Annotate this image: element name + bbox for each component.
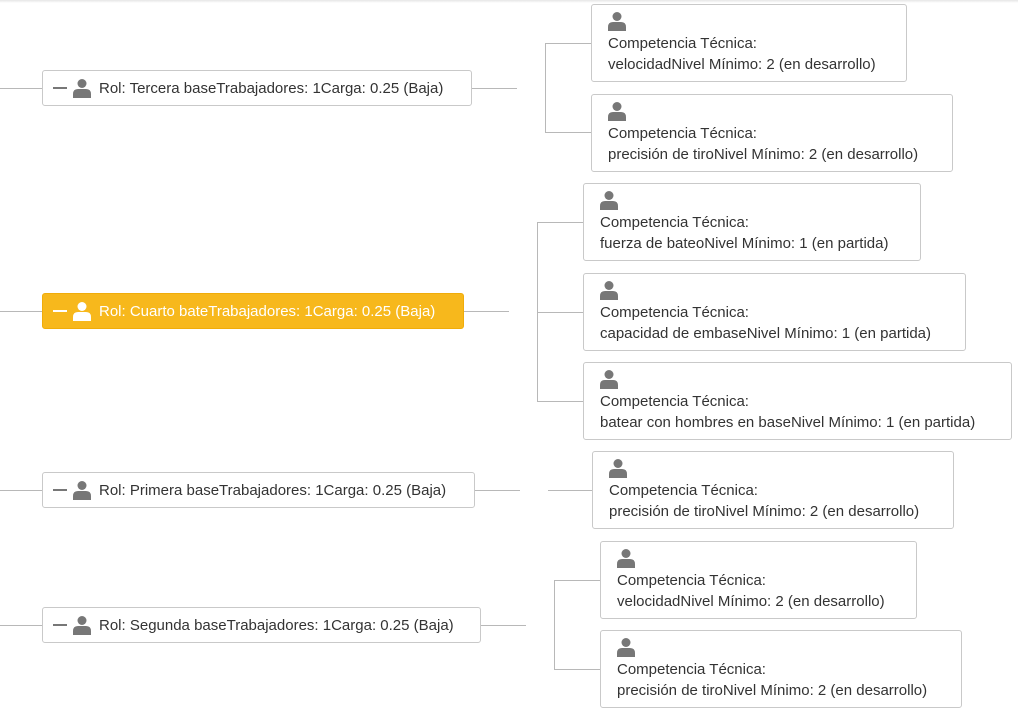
competency-node[interactable]: Competencia Técnica: fuerza de bateoNive… — [583, 183, 921, 261]
competency-node[interactable]: Competencia Técnica: precisión de tiroNi… — [592, 451, 954, 529]
competency-detail: batear con hombres en baseNivel Mínimo: … — [600, 414, 976, 431]
collapse-toggle-icon[interactable] — [53, 489, 67, 491]
collapse-toggle-icon[interactable] — [53, 87, 67, 89]
person-icon — [73, 481, 91, 500]
competency-title: Competencia Técnica: — [600, 304, 749, 321]
competency-title: Competencia Técnica: — [617, 661, 766, 678]
role-label: Rol: Cuarto bateTrabajadores: 1Carga: 0.… — [99, 302, 436, 320]
competency-detail: fuerza de bateoNivel Mínimo: 1 (en parti… — [600, 235, 889, 252]
person-icon — [608, 102, 626, 121]
person-icon — [73, 79, 91, 98]
collapse-toggle-icon[interactable] — [53, 624, 67, 626]
competency-node[interactable]: Competencia Técnica: capacidad de embase… — [583, 273, 966, 351]
competency-title: Competencia Técnica: — [608, 125, 757, 142]
role-node-cuarto-bate[interactable]: Rol: Cuarto bateTrabajadores: 1Carga: 0.… — [42, 293, 464, 329]
person-icon — [600, 370, 618, 389]
role-label: Rol: Segunda baseTrabajadores: 1Carga: 0… — [99, 616, 454, 634]
role-node-primera-base[interactable]: Rol: Primera baseTrabajadores: 1Carga: 0… — [42, 472, 475, 508]
person-icon — [73, 302, 91, 321]
competency-title: Competencia Técnica: — [617, 572, 766, 589]
role-node-segunda-base[interactable]: Rol: Segunda baseTrabajadores: 1Carga: 0… — [42, 607, 481, 643]
competency-node[interactable]: Competencia Técnica: batear con hombres … — [583, 362, 1012, 440]
competency-title: Competencia Técnica: — [608, 35, 757, 52]
collapse-toggle-icon[interactable] — [53, 310, 67, 312]
person-icon — [617, 549, 635, 568]
competency-node[interactable]: Competencia Técnica: precisión de tiroNi… — [600, 630, 962, 708]
competency-node[interactable]: Competencia Técnica: velocidadNivel Míni… — [591, 4, 907, 82]
competency-title: Competencia Técnica: — [600, 214, 749, 231]
top-shadow — [0, 0, 1018, 3]
competency-node[interactable]: Competencia Técnica: velocidadNivel Míni… — [600, 541, 917, 619]
person-icon — [617, 638, 635, 657]
competency-detail: capacidad de embaseNivel Mínimo: 1 (en p… — [600, 325, 932, 342]
competency-node[interactable]: Competencia Técnica: precisión de tiroNi… — [591, 94, 953, 172]
person-icon — [600, 191, 618, 210]
role-label: Rol: Primera baseTrabajadores: 1Carga: 0… — [99, 481, 447, 499]
role-label: Rol: Tercera baseTrabajadores: 1Carga: 0… — [99, 79, 444, 97]
competency-detail: precisión de tiroNivel Mínimo: 2 (en des… — [617, 682, 928, 699]
competency-detail: velocidadNivel Mínimo: 2 (en desarrollo) — [608, 56, 876, 73]
competency-detail: precisión de tiroNivel Mínimo: 2 (en des… — [609, 503, 920, 520]
person-icon — [600, 281, 618, 300]
competency-title: Competencia Técnica: — [600, 393, 749, 410]
role-node-tercera-base[interactable]: Rol: Tercera baseTrabajadores: 1Carga: 0… — [42, 70, 472, 106]
competency-detail: precisión de tiroNivel Mínimo: 2 (en des… — [608, 146, 919, 163]
person-icon — [73, 616, 91, 635]
competency-title: Competencia Técnica: — [609, 482, 758, 499]
competency-detail: velocidadNivel Mínimo: 2 (en desarrollo) — [617, 593, 885, 610]
person-icon — [609, 459, 627, 478]
person-icon — [608, 12, 626, 31]
